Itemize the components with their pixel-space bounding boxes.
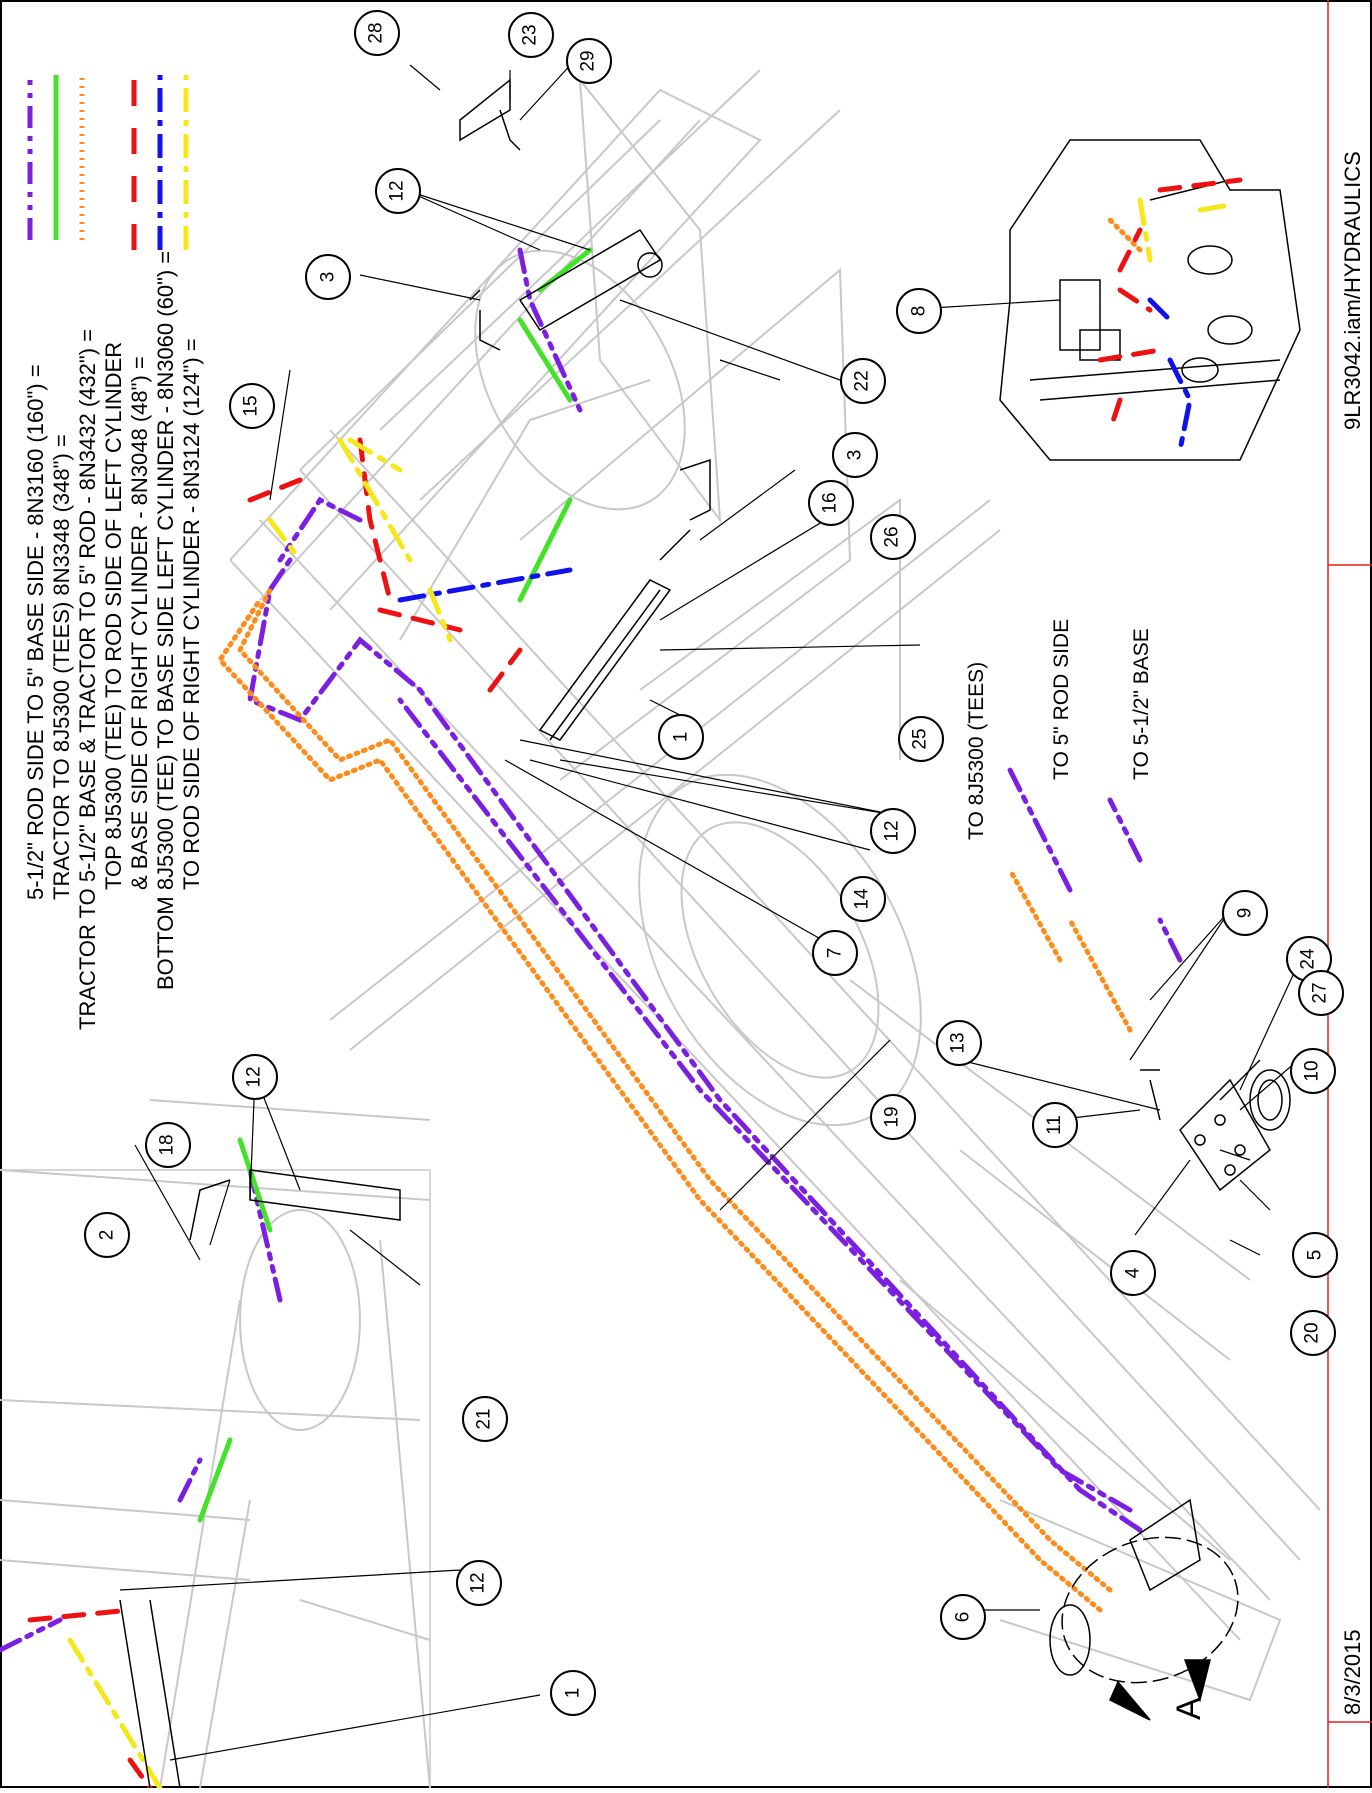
title-block-file: 9LR3042.iam/HYDRAULICS: [1340, 151, 1365, 430]
balloon-28: 28: [354, 10, 400, 56]
leader-lines: [119, 59, 1311, 1761]
balloon-12c: 12: [232, 1054, 278, 1100]
balloon-10: 10: [1290, 1048, 1336, 1094]
balloon-29: 29: [566, 38, 612, 84]
balloon-12d: 12: [456, 1560, 502, 1606]
balloon-26: 26: [870, 514, 916, 560]
callout-to-rod-side: TO 5" ROD SIDE: [1050, 618, 1073, 780]
balloon-20: 20: [1290, 1310, 1336, 1356]
balloon-5: 5: [1292, 1232, 1338, 1278]
balloon-16: 16: [808, 480, 854, 526]
balloon-19: 19: [870, 1094, 916, 1140]
hose-orange-8n3432: [216, 217, 1143, 1613]
balloon-12b: 12: [870, 808, 916, 854]
callout-to-base: TO 5-1/2" BASE: [1130, 628, 1153, 780]
balloon-7: 7: [812, 930, 858, 976]
balloon-3b: 3: [832, 432, 878, 478]
balloon-6: 6: [940, 1594, 986, 1640]
balloon-9: 9: [1222, 890, 1268, 936]
balloon-21: 21: [462, 1396, 508, 1442]
hose-yellow-8n3124: [67, 197, 1233, 1791]
balloon-25: 25: [898, 716, 944, 762]
title-block: [1327, 0, 1372, 1788]
inset-lines: [0, 1169, 431, 1788]
balloon-4: 4: [1110, 1250, 1156, 1296]
balloon-1: 1: [658, 714, 704, 760]
hose-purple-8n3160: [0, 247, 1183, 1653]
balloon-27: 27: [1298, 970, 1344, 1016]
balloon-3: 3: [305, 254, 351, 300]
balloon-23: 23: [508, 12, 554, 58]
balloon-13: 13: [936, 1020, 982, 1066]
balloon-2: 2: [84, 1212, 130, 1258]
balloon-14: 14: [840, 876, 886, 922]
hose-green-8n3348: [197, 247, 593, 1523]
balloon-22: 22: [840, 358, 886, 404]
detail-arrows: [1109, 1659, 1211, 1721]
balloon-1b: 1: [550, 1670, 596, 1716]
callout-to-tees: TO 8J5300 (TEES): [965, 661, 988, 840]
title-block-date: 8/3/2015: [1340, 1629, 1365, 1715]
balloon-11: 11: [1032, 1102, 1078, 1148]
balloon-18: 18: [145, 1122, 191, 1168]
detail-circle-a: [1061, 1536, 1239, 1684]
hose-blue-8n3060: [397, 297, 1193, 603]
hose-red-8n3048: [27, 177, 1243, 1791]
detail-view-a: [999, 139, 1301, 461]
balloon-8: 8: [896, 288, 942, 334]
section-label-a: A: [1170, 1697, 1208, 1720]
balloon-15: 15: [229, 383, 275, 429]
balloon-12: 12: [375, 168, 421, 214]
